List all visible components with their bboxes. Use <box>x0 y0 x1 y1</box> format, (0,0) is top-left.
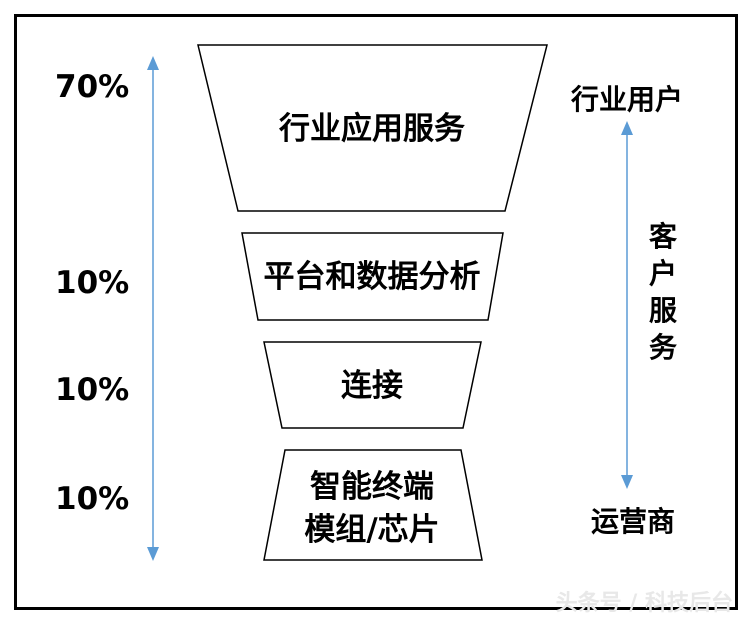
arrow-head-down-icon <box>621 475 633 489</box>
right-double-arrow <box>621 121 633 489</box>
funnel-tier-1: 行业应用服务 <box>197 44 548 212</box>
percentage-label: 10% <box>55 265 129 301</box>
arrow-head-down-icon <box>147 547 159 561</box>
percentage-label: 10% <box>55 372 129 408</box>
tier-label: 连接 <box>341 368 403 404</box>
tier-label: 智能终端 <box>310 469 434 505</box>
tier-label: 模组/芯片 <box>304 512 439 548</box>
arrow-head-up-icon <box>621 121 633 135</box>
funnel-tier-4: 智能终端 模组/芯片 <box>263 449 483 561</box>
watermark-text: 头条号 / 科技后台 <box>556 590 733 616</box>
arrow-head-up-icon <box>147 56 159 70</box>
customer-service-char: 户 <box>649 257 677 290</box>
funnel-tier-3: 连接 <box>263 341 482 429</box>
customer-service-label: 客 户 服 务 <box>649 220 678 364</box>
tier-label: 行业应用服务 <box>278 111 465 147</box>
customer-service-char: 客 <box>649 220 678 253</box>
tier-label: 平台和数据分析 <box>264 259 481 295</box>
industry-users-label: 行业用户 <box>570 83 683 116</box>
customer-service-char: 务 <box>649 331 677 364</box>
diagram-frame <box>14 14 738 610</box>
percentage-label: 10% <box>55 481 129 517</box>
left-double-arrow <box>147 56 159 561</box>
funnel-tier-2: 平台和数据分析 <box>241 232 504 321</box>
operator-label: 运营商 <box>591 505 675 538</box>
customer-service-char: 服 <box>649 294 678 327</box>
percentage-label: 70% <box>55 69 129 105</box>
